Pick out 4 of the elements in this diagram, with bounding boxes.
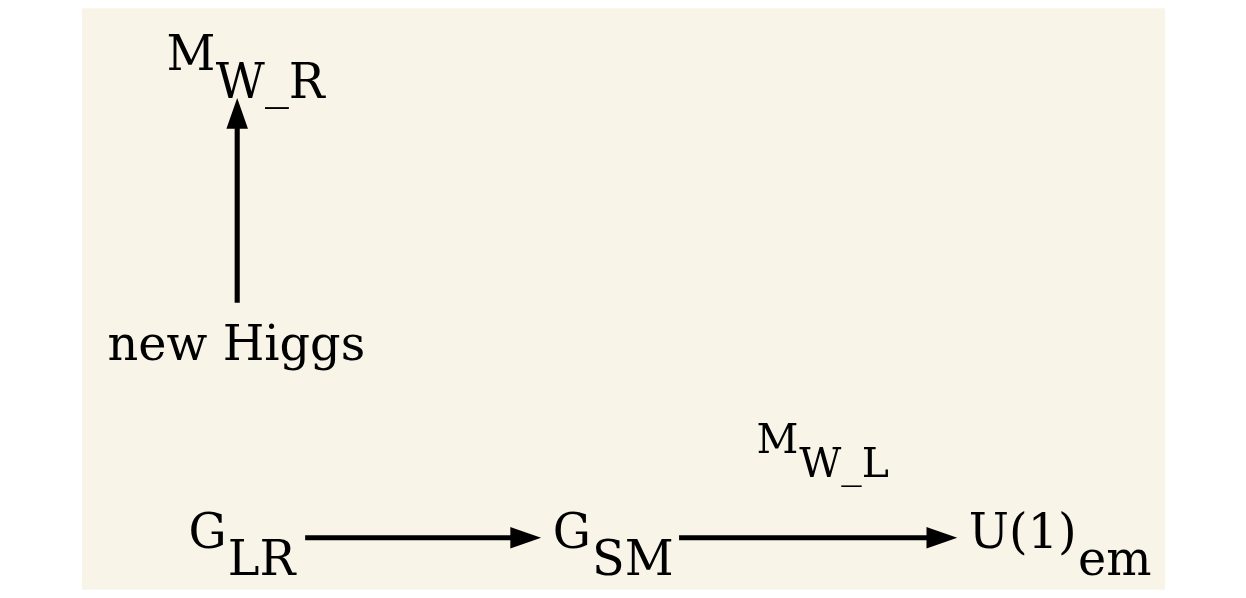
arrow [225, 97, 248, 303]
arrow [678, 527, 957, 549]
arrow [304, 527, 541, 549]
node-text: new Higgs [107, 316, 365, 372]
